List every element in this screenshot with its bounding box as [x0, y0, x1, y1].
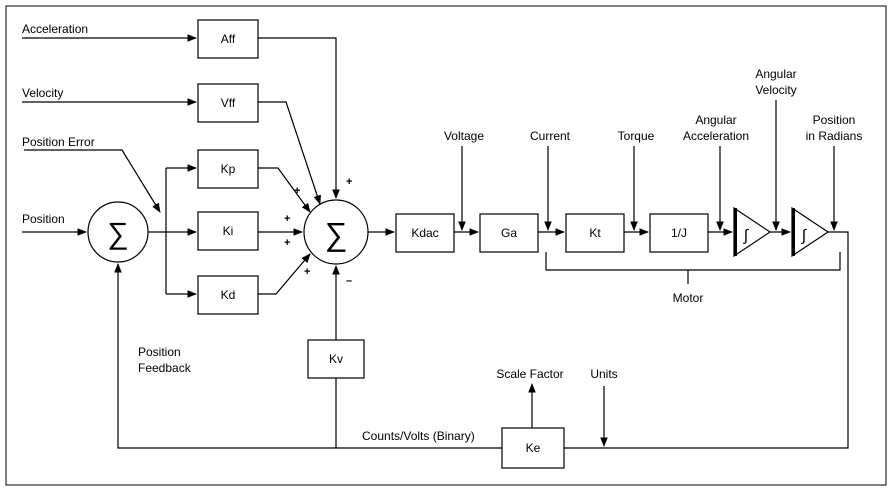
ki-plus-sign: + [284, 213, 290, 225]
current-label: Current [530, 129, 571, 143]
aff-plus-sign: + [346, 176, 352, 188]
vff-to-sum-line [258, 101, 321, 205]
counts-volts-label: Counts/Volts (Binary) [362, 429, 475, 443]
integrator-2-shadow [792, 208, 795, 256]
motor-label: Motor [673, 291, 704, 305]
acceleration-label: Acceleration [22, 22, 88, 36]
position-feedback-label-1: Position [138, 345, 181, 359]
diagram-frame [5, 5, 887, 486]
output-line [564, 231, 849, 449]
angular-acceleration-label-2: Acceleration [683, 129, 749, 143]
integrator-1 [733, 206, 772, 258]
kv-label: Kv [329, 352, 343, 366]
angular-velocity-label-1: Angular [755, 67, 796, 81]
units-label: Units [590, 367, 617, 381]
aff-to-sum-line [258, 37, 340, 199]
inv-j-label: 1/J [671, 226, 687, 240]
ga-block [479, 213, 539, 253]
position-label: Position [22, 212, 65, 226]
kd-plus-sign-1: + [284, 237, 290, 249]
position-feedback-label-2: Feedback [138, 361, 192, 375]
kp-to-sum-line [258, 167, 311, 213]
position-radians-label-2: in Radians [806, 129, 863, 143]
ki-label: Ki [223, 224, 234, 238]
motor-bracket [545, 252, 841, 271]
ke-block [501, 427, 565, 469]
inv-j-block [649, 213, 709, 253]
velocity-label: Velocity [22, 86, 63, 100]
kv-block [307, 339, 365, 379]
kd-to-sum-line [258, 253, 311, 295]
integral-symbol: ∫ [801, 228, 808, 245]
kp-block [197, 149, 259, 189]
ki-block [197, 211, 259, 251]
integrator-2 [791, 206, 830, 258]
kdac-block [395, 213, 455, 253]
aff-label: Aff [221, 32, 236, 46]
voltage-label: Voltage [444, 129, 484, 143]
angular-acceleration-label-1: Angular [695, 113, 736, 127]
kd-label: Kd [221, 288, 236, 302]
kt-block [565, 213, 625, 253]
position-error-pointer [24, 149, 161, 213]
ga-label: Ga [501, 226, 517, 240]
kdac-label: Kdac [411, 226, 438, 240]
scale-factor-label: Scale Factor [496, 367, 563, 381]
kp-plus-sign: + [294, 185, 300, 197]
position-feedback-line [114, 263, 502, 449]
ke-label: Ke [526, 441, 541, 455]
kd-block [197, 275, 259, 315]
integrator-1-shadow [734, 208, 737, 256]
position-radians-label-1: Position [813, 113, 856, 127]
kv-minus-sign: – [346, 275, 352, 287]
sum-symbol: ∑ [325, 216, 348, 252]
kp-label: Kp [221, 162, 236, 176]
vff-block [197, 83, 259, 123]
position-error-label: Position Error [22, 135, 95, 149]
kt-label: Kt [589, 226, 601, 240]
angular-velocity-label-2: Velocity [755, 83, 796, 97]
vff-label: Vff [221, 96, 236, 110]
sum-symbol: ∑ [107, 218, 128, 251]
integral-symbol: ∫ [743, 228, 750, 245]
kd-plus-sign-2: + [304, 266, 310, 278]
aff-block [197, 19, 259, 59]
torque-label: Torque [618, 129, 655, 143]
